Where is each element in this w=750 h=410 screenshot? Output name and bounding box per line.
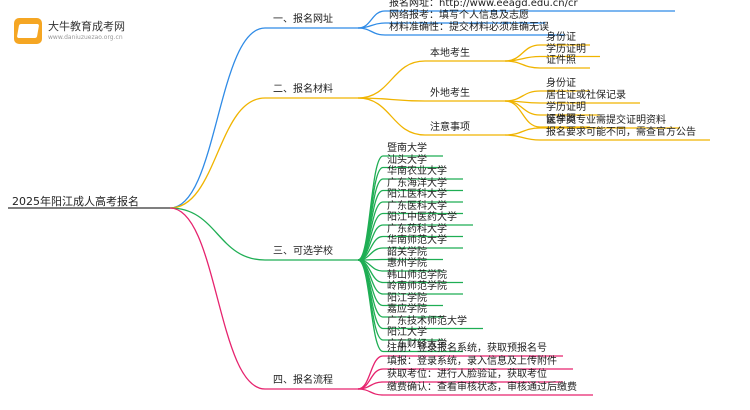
group-leaf-item: 报名要求可能不同，需查官方公告 xyxy=(546,127,696,138)
leaf-connector xyxy=(357,355,384,390)
group-leaf-item: 居住证或社保记录 xyxy=(546,90,626,101)
leaf-item: 阳江学院 xyxy=(387,292,427,304)
leaf-item: 获取考位：进行人脸验证，获取考位 xyxy=(387,369,547,380)
group-connector xyxy=(357,60,426,99)
leaf-item: 广东技术师范大学 xyxy=(387,315,467,327)
leaf-item: 暨南大学 xyxy=(387,143,427,154)
group-connector xyxy=(357,97,426,102)
branch-label-2: 二、报名材料 xyxy=(273,84,333,95)
leaf-item: 阳江医科大学 xyxy=(387,189,447,200)
leaf-item: 报名网址：http://www.eeagd.edu.cn/cr xyxy=(389,0,578,9)
leaf-item: 韩山师范学院 xyxy=(387,269,447,281)
group-leaf-item: 身份证 xyxy=(546,78,576,89)
branch-connector-3 xyxy=(169,207,266,261)
leaf-item: 广东药科大学 xyxy=(387,223,447,235)
leaf-item: 广东海洋大学 xyxy=(387,177,447,189)
leaf-item: 阳江大学 xyxy=(387,327,427,338)
leaf-connector xyxy=(357,388,384,396)
branch-connector-1 xyxy=(169,27,266,209)
group-leaf-item: 证件照 xyxy=(546,114,576,125)
leaf-item: 缴费确认：查看审核状态，审核通过后缴费 xyxy=(387,382,577,393)
logo-url: www.daniuzuezao.org.cn xyxy=(48,34,123,41)
branch-label-4: 四、报名流程 xyxy=(273,375,333,386)
leaf-item: 华南师范大学 xyxy=(387,235,447,246)
branch-connector-4 xyxy=(169,207,266,390)
group-label: 外地考生 xyxy=(430,88,470,99)
leaf-connector xyxy=(357,259,384,353)
leaf-item: 韶关学院 xyxy=(387,246,427,258)
group-leaf-connector xyxy=(504,127,541,136)
leaf-item: 嘉应学院 xyxy=(387,304,427,315)
group-leaf-item: 证件照 xyxy=(546,55,576,66)
leaf-item: 注册：登录报名系统，获取预报名号 xyxy=(387,343,547,354)
leaf-item: 广东财经大学 xyxy=(387,338,447,350)
logo-title: 大牛教育成考网 xyxy=(48,20,125,33)
group-label: 注意事项 xyxy=(430,122,470,133)
leaf-connector xyxy=(357,22,386,29)
group-label: 本地考生 xyxy=(430,48,470,59)
group-leaf-item: 身份证 xyxy=(546,32,576,43)
leaf-item: 材料准确性：提交材料必须准确无误 xyxy=(389,22,549,33)
group-leaf-item: 医学类专业需提交证明资料 xyxy=(546,115,666,126)
group-leaf-item: 学历证明 xyxy=(546,43,586,55)
group-leaf-connector xyxy=(504,134,541,141)
leaf-item: 阳江中医药大学 xyxy=(387,212,457,223)
group-leaf-connector xyxy=(504,100,541,128)
leaf-item: 岭南师范学院 xyxy=(387,281,447,292)
branch-label-1: 一、报名网址 xyxy=(273,14,333,25)
group-connector xyxy=(357,97,426,136)
leaf-item: 惠州学院 xyxy=(387,258,427,269)
branch-label-3: 三、可选学校 xyxy=(273,246,333,257)
branch-connector-2 xyxy=(169,97,266,209)
leaf-connector xyxy=(357,27,386,36)
leaf-item: 华南农业大学 xyxy=(387,166,447,177)
group-leaf-connector xyxy=(504,55,541,62)
group-leaf-item: 学历证明 xyxy=(546,102,586,113)
leaf-item: 填报：登录系统，录入信息及上传附件 xyxy=(387,356,557,367)
root-topic: 2025年阳江成人高考报名 xyxy=(12,195,139,208)
leaf-item: 广东医科大学 xyxy=(387,200,447,212)
leaf-item: 汕头大学 xyxy=(387,154,427,166)
leaf-item: 网络报考：填写个人信息及志愿 xyxy=(389,10,529,21)
site-logo: 大牛教育成考网 www.daniuzuezao.org.cn xyxy=(8,14,158,48)
group-leaf-connector xyxy=(504,90,541,102)
group-leaf-connector xyxy=(504,60,541,69)
